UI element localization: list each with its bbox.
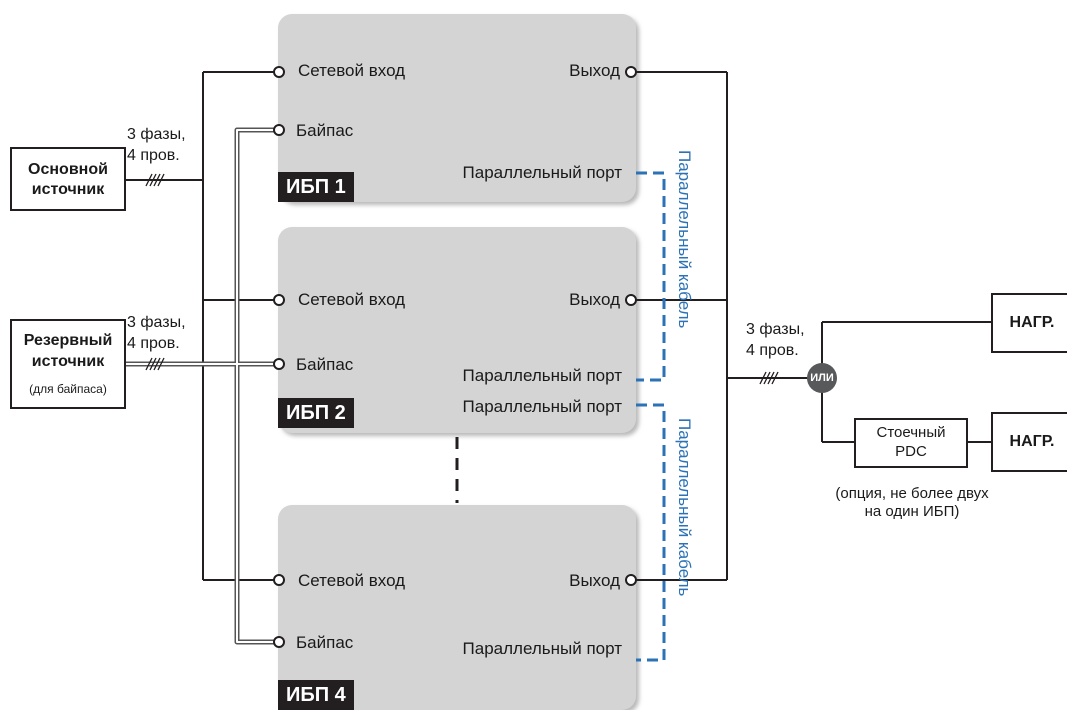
ups-2-parallel-port-bottom-label: Параллельный порт	[462, 397, 622, 416]
ups-4-output-label: Выход	[569, 571, 620, 590]
wire-hatch-marks	[145, 173, 779, 385]
ups-2-box	[278, 227, 636, 433]
ups-4-mains-terminal	[273, 574, 285, 586]
reserve-source-label-1: Резервный	[23, 332, 113, 349]
ups-1-mains-label: Сетевой вход	[298, 61, 406, 80]
ups-1-bypass-terminal	[273, 124, 285, 136]
reserve-source-label-2: источник	[31, 353, 105, 370]
ups-2-tag: ИБП 2	[278, 398, 354, 428]
load-2-label: НАГР.	[1009, 433, 1055, 450]
output-bus-lines	[636, 71, 992, 581]
load-box-1	[991, 293, 1067, 353]
ups-1-box	[278, 14, 636, 202]
rack-pdc-label-2: PDC	[895, 443, 927, 460]
ups-2-output-terminal	[625, 294, 637, 306]
main-source-label-2: источник	[31, 181, 105, 198]
reserve-phases-label: 3 фазы,	[127, 314, 186, 331]
ups-2-output-label: Выход	[569, 290, 620, 309]
parallel-cable-lines	[636, 171, 666, 662]
ups-1-tag: ИБП 1	[278, 172, 354, 202]
main-wires-label: 4 пров.	[127, 147, 180, 164]
ups-4-tag: ИБП 4	[278, 680, 354, 710]
main-phases-label: 3 фазы,	[127, 126, 186, 143]
ups-4-output-terminal	[625, 574, 637, 586]
pdc-note-line-1: (опция, не более двух	[835, 485, 989, 502]
ups-4-bypass-label: Байпас	[296, 633, 354, 652]
ups-4-box	[278, 505, 636, 710]
or-label: ИЛИ	[810, 372, 834, 384]
ups-1-parallel-port-label: Параллельный порт	[462, 163, 622, 182]
terminals	[273, 66, 637, 648]
bypass-feed-lines	[125, 127, 274, 645]
parallel-cable-label-2: Параллельный кабель	[675, 418, 694, 597]
reserve-wires-label: 4 пров.	[127, 335, 180, 352]
main-source-label-1: Основной	[28, 161, 108, 178]
rack-pdc-box	[854, 418, 968, 468]
rack-pdc-label-1: Стоечный	[876, 424, 946, 441]
ups-2-mains-terminal	[273, 294, 285, 306]
output-wires-label: 4 пров.	[746, 342, 799, 359]
ups-1-output-terminal	[625, 66, 637, 78]
ups-4-bypass-terminal	[273, 636, 285, 648]
ups-1-mains-terminal	[273, 66, 285, 78]
reserve-source-note: (для байпаса)	[29, 382, 107, 396]
ups-2-bypass-terminal	[273, 358, 285, 370]
pdc-note-line-2: на один ИБП)	[864, 503, 960, 520]
output-phases-label: 3 фазы,	[746, 321, 805, 338]
load-box-2	[991, 412, 1067, 472]
ups-2-parallel-port-top-label: Параллельный порт	[462, 366, 622, 385]
ups-4-mains-label: Сетевой вход	[298, 571, 406, 590]
or-node	[807, 363, 837, 393]
ups-2-mains-label: Сетевой вход	[298, 290, 406, 309]
ups-2-bypass-label: Байпас	[296, 355, 354, 374]
ups-1-bypass-label: Байпас	[296, 121, 354, 140]
reserve-source-box	[10, 319, 126, 409]
ups-4-parallel-port-label: Параллельный порт	[462, 639, 622, 658]
load-1-label: НАГР.	[1009, 314, 1055, 331]
parallel-cable-label-1: Параллельный кабель	[675, 150, 694, 329]
main-source-box	[10, 147, 126, 211]
ups-1-output-label: Выход	[569, 61, 620, 80]
